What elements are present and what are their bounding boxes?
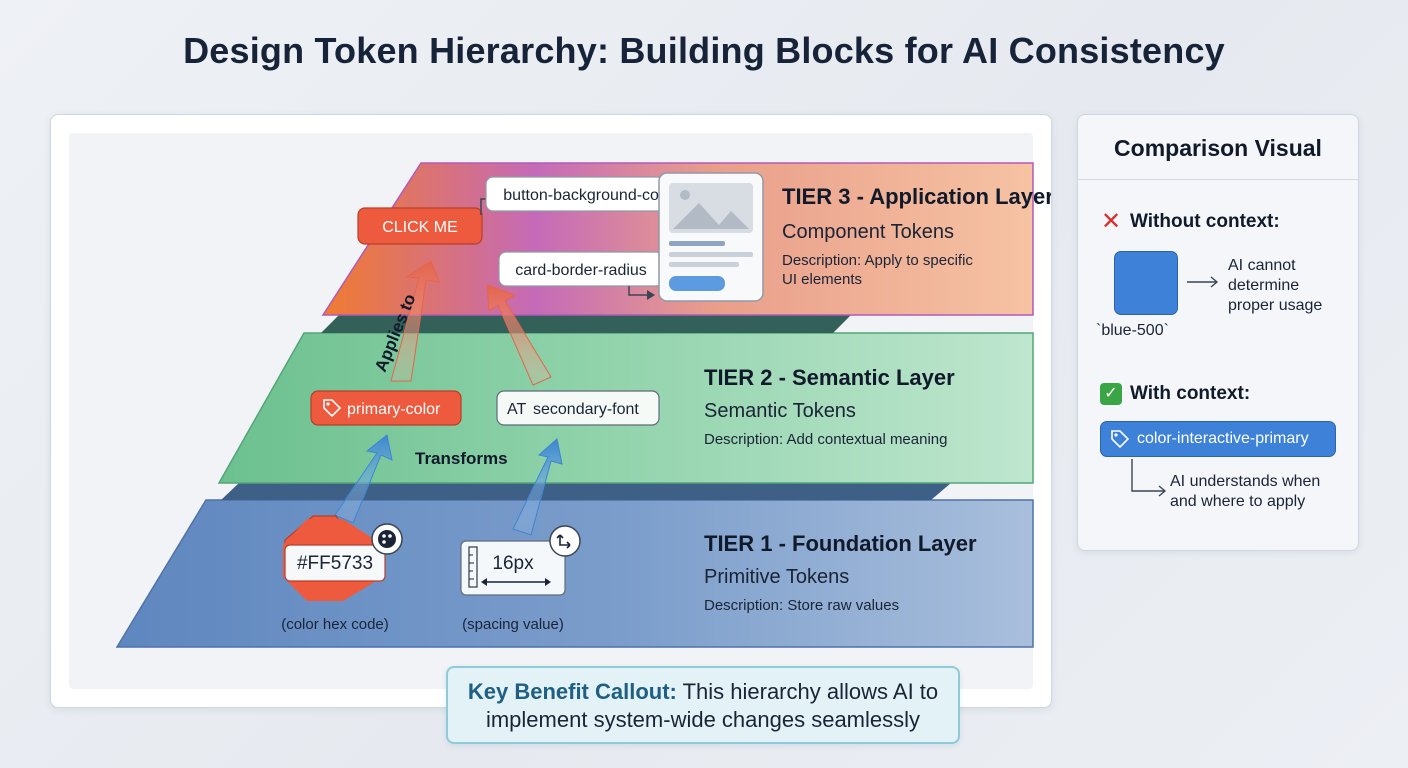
tier1-heading: TIER 1 - Foundation Layer xyxy=(704,531,977,556)
hex-caption: (color hex code) xyxy=(281,616,389,633)
connector-button-token xyxy=(480,198,487,215)
palette-icon xyxy=(371,523,403,555)
expand-icon xyxy=(549,525,581,557)
token-primary-color xyxy=(310,390,462,426)
arrow-applies-to-left xyxy=(390,260,440,382)
comparison-title: Comparison Visual xyxy=(1078,115,1358,180)
tier3-heading: TIER 3 - Application Layer xyxy=(782,184,1051,209)
tier1-shadow xyxy=(221,483,951,500)
arrow-transforms-right xyxy=(512,438,563,536)
key-benefit-callout: Key Benefit Callout: This hierarchy allo… xyxy=(446,666,960,744)
with-context-row: ✓ With context: xyxy=(1100,383,1250,405)
spacing-value: 16px xyxy=(492,553,534,574)
transforms-label: Transforms xyxy=(415,449,508,468)
x-mark-icon: ✕ xyxy=(1100,208,1122,235)
token-primary-color-label: primary-color xyxy=(347,401,441,418)
check-mark-icon: ✓ xyxy=(1100,383,1122,405)
without-note-line2: determine xyxy=(1228,277,1300,294)
spacing-arrow xyxy=(481,578,551,586)
tag-icon xyxy=(323,399,342,418)
tier3-description-line2: UI elements xyxy=(782,271,862,288)
connector-arrowhead-2 xyxy=(647,290,655,300)
with-note-line2: and where to apply xyxy=(1170,493,1306,510)
callout-text-1: This hierarchy allows AI to xyxy=(676,679,939,704)
tier3-description: Description: Apply to specific xyxy=(782,252,973,269)
without-note-line1: AI cannot xyxy=(1228,257,1296,274)
without-context-label: Without context: xyxy=(1130,211,1280,232)
tier3-subtitle: Component Tokens xyxy=(782,221,954,243)
arrow-applies-to-right xyxy=(486,284,552,386)
tag-icon xyxy=(1111,430,1129,448)
spacing-caption: (spacing value) xyxy=(462,616,564,633)
tier1-subtitle: Primitive Tokens xyxy=(704,566,849,588)
token-button-background-color-label: button-background-color xyxy=(503,187,677,204)
callout-lead: Key Benefit Callout: xyxy=(467,679,677,704)
color-interactive-primary-label: color-interactive-primary xyxy=(1137,430,1309,447)
token-secondary-font-label: secondary-font xyxy=(533,401,639,418)
hex-value: #FF5733 xyxy=(297,553,373,574)
with-note-line1: AI understands when xyxy=(1170,473,1321,490)
without-context-note: AI cannot determine proper usage xyxy=(1228,256,1322,316)
image-placeholder-icon xyxy=(673,190,749,229)
type-icon: AT xyxy=(507,401,526,418)
tier2-shadow xyxy=(321,315,851,333)
page-title: Design Token Hierarchy: Building Blocks … xyxy=(183,30,1225,71)
elbow-arrow-icon xyxy=(1131,459,1167,497)
pyramid-diagram: CLICK ME button-background-color card-bo… xyxy=(115,162,1051,648)
arrow-right-icon xyxy=(1187,276,1219,288)
blue-500-caption: `blue-500` xyxy=(1096,322,1169,339)
token-secondary-font xyxy=(496,390,660,426)
click-me-button[interactable] xyxy=(357,207,483,245)
comparison-panel: Comparison Visual ✕ Without context: AI … xyxy=(1077,114,1359,551)
hierarchy-panel: CLICK ME button-background-color card-bo… xyxy=(50,114,1052,708)
hex-value-box xyxy=(284,544,386,582)
tier1-description: Description: Store raw values xyxy=(704,597,899,614)
connector-card-token xyxy=(628,286,647,296)
blue-500-swatch xyxy=(1114,251,1178,315)
click-me-label: CLICK ME xyxy=(382,219,458,236)
token-card-border-radius-label: card-border-radius xyxy=(515,262,647,279)
callout-text-2: implement system-wide changes seamlessly xyxy=(485,707,921,732)
color-interactive-primary-token: color-interactive-primary xyxy=(1100,421,1336,457)
card-mockup xyxy=(658,172,764,302)
tier2-heading: TIER 2 - Semantic Layer xyxy=(704,365,955,390)
without-context-row: ✕ Without context: xyxy=(1100,208,1280,235)
with-context-note: AI understands when and where to apply xyxy=(1170,472,1320,512)
arrow-transforms-left xyxy=(334,434,393,524)
tier2-description: Description: Add contextual meaning xyxy=(704,431,947,448)
ruler-icon xyxy=(468,546,478,588)
with-context-label: With context: xyxy=(1130,383,1251,404)
without-note-line3: proper usage xyxy=(1228,297,1323,314)
tier2-subtitle: Semantic Tokens xyxy=(704,400,856,422)
tier1-band xyxy=(115,499,1034,648)
